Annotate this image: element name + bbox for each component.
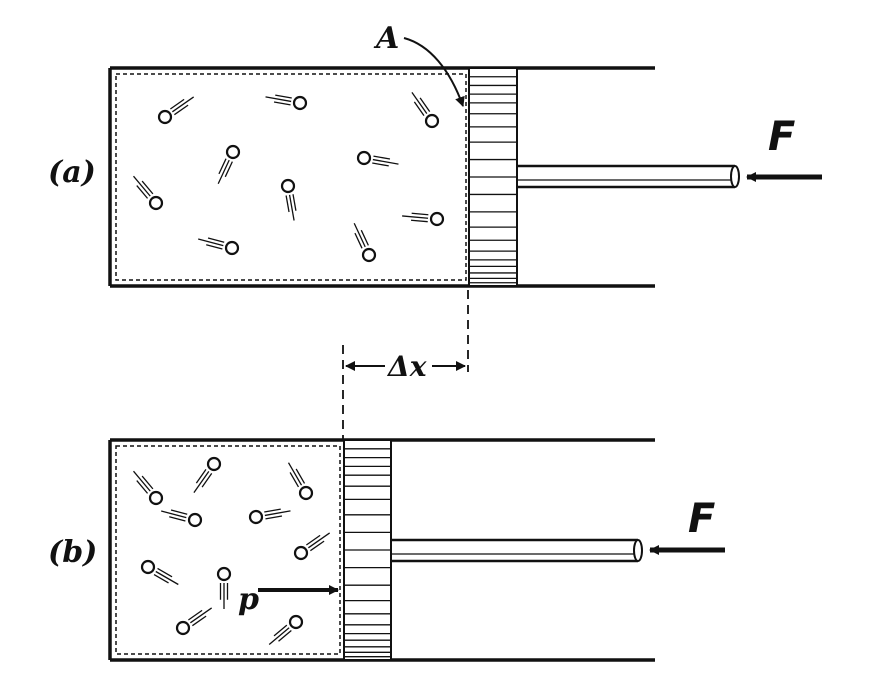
molecule-a-8 bbox=[402, 211, 445, 227]
molecule-b-10 bbox=[268, 614, 304, 645]
molecule-b-4 bbox=[161, 509, 203, 528]
molecules-b bbox=[133, 456, 331, 645]
piston-b-shading bbox=[345, 448, 390, 658]
molecule-b-6 bbox=[140, 559, 179, 586]
piston-rod-a bbox=[517, 164, 740, 189]
molecule-a-7 bbox=[280, 178, 297, 221]
piston-a-shading bbox=[470, 76, 516, 284]
force-label-a: F bbox=[768, 114, 795, 160]
area-pointer-arrow bbox=[403, 37, 465, 107]
displacement-label: Δx bbox=[386, 350, 427, 383]
molecule-a-1 bbox=[157, 96, 195, 125]
area-label: A bbox=[373, 21, 399, 56]
molecules-a bbox=[133, 91, 445, 263]
panel-b: F p (b) bbox=[48, 438, 725, 662]
gas-volume-a bbox=[115, 73, 467, 281]
molecule-b-9 bbox=[175, 607, 213, 636]
molecule-b-2 bbox=[193, 456, 222, 494]
piston-b bbox=[343, 439, 392, 661]
molecule-b-3 bbox=[287, 462, 314, 501]
molecule-a-10 bbox=[353, 223, 377, 263]
piston-a bbox=[468, 67, 518, 287]
molecule-a-5 bbox=[356, 150, 399, 167]
molecule-b-5 bbox=[248, 508, 291, 525]
force-label-b: F bbox=[688, 496, 715, 542]
molecule-a-3 bbox=[411, 91, 440, 129]
molecule-a-2 bbox=[265, 94, 308, 111]
gas-volume-b bbox=[115, 445, 341, 655]
panel-label-a: (a) bbox=[48, 155, 96, 190]
molecule-a-6 bbox=[133, 175, 164, 211]
molecule-a-9 bbox=[198, 237, 240, 256]
piston-rod-b bbox=[391, 538, 643, 563]
molecule-a-4 bbox=[217, 144, 241, 184]
panel-label-b: (b) bbox=[48, 535, 97, 570]
molecule-b-7 bbox=[216, 566, 232, 609]
molecule-b-1 bbox=[133, 470, 164, 506]
panel-a: F A (a) bbox=[48, 21, 822, 288]
molecule-b-8 bbox=[293, 532, 331, 561]
displacement-indicator: Δx bbox=[342, 290, 469, 440]
pressure-label: p bbox=[238, 582, 259, 617]
